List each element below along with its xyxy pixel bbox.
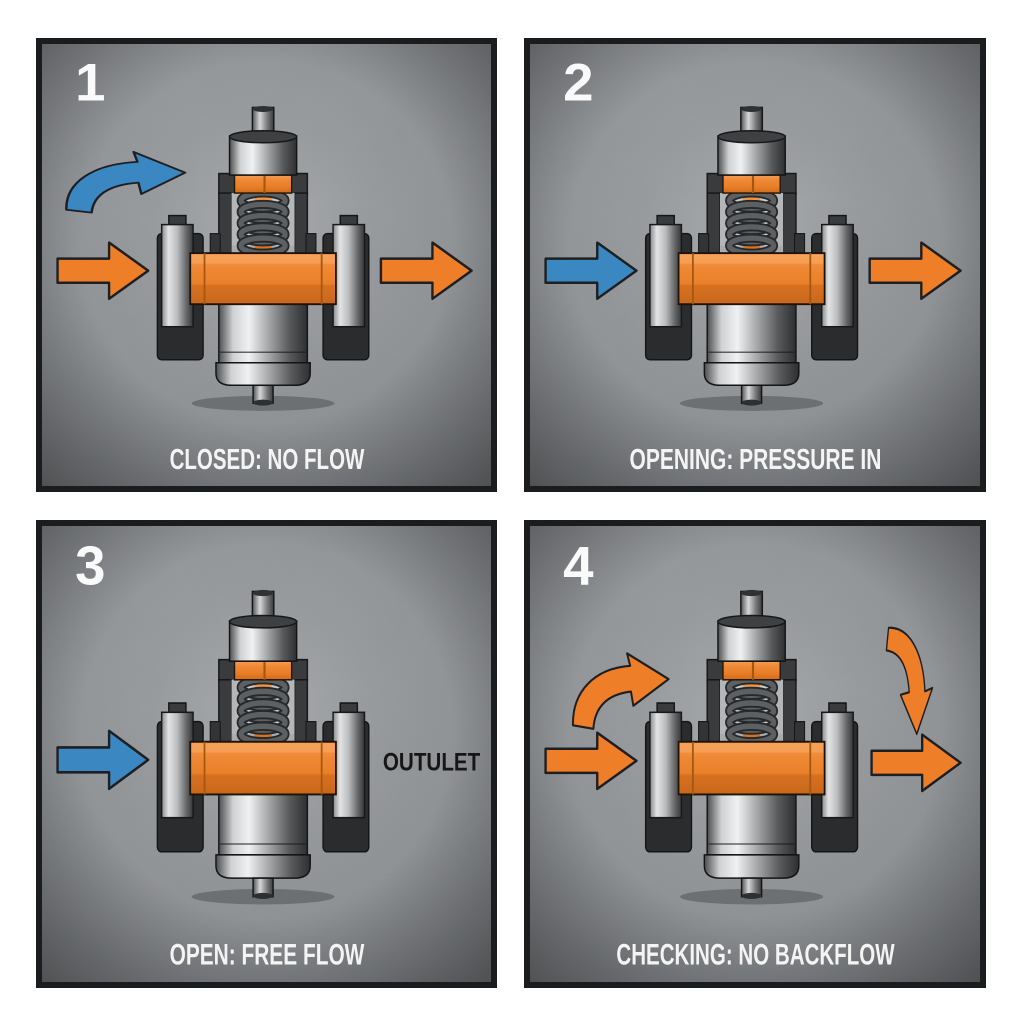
panel-2-canvas: 2 OPENING: PRESSURE IN [530, 44, 980, 486]
panel-3-open-free-flow: OUTULET 3 OPEN: FREE FLOW [36, 520, 497, 988]
panel-caption: CLOSED: NO FLOW [170, 444, 365, 476]
outlet-label: OUTULET [383, 749, 481, 777]
panel-1-canvas: 1 CLOSED: NO FLOW [42, 44, 491, 486]
panel-number: 2 [563, 53, 593, 112]
panel-4-checking-no-backflow: 4 CHECKING: NO BACKFLOW [524, 520, 986, 988]
panel-number: 1 [75, 53, 105, 112]
panel-number: 4 [563, 536, 594, 597]
panel-caption: OPENING: PRESSURE IN [630, 444, 882, 475]
panel-number: 3 [75, 535, 105, 596]
panel-2-opening-pressure-in: 2 OPENING: PRESSURE IN [524, 38, 986, 492]
panel-caption: CHECKING: NO BACKFLOW [616, 939, 894, 971]
panel-3-canvas: OUTULET 3 OPEN: FREE FLOW [42, 526, 491, 982]
panel-caption: OPEN: FREE FLOW [170, 939, 365, 971]
panel-1-closed-no-flow: 1 CLOSED: NO FLOW [36, 38, 497, 492]
panel-4-canvas: 4 CHECKING: NO BACKFLOW [530, 526, 980, 982]
